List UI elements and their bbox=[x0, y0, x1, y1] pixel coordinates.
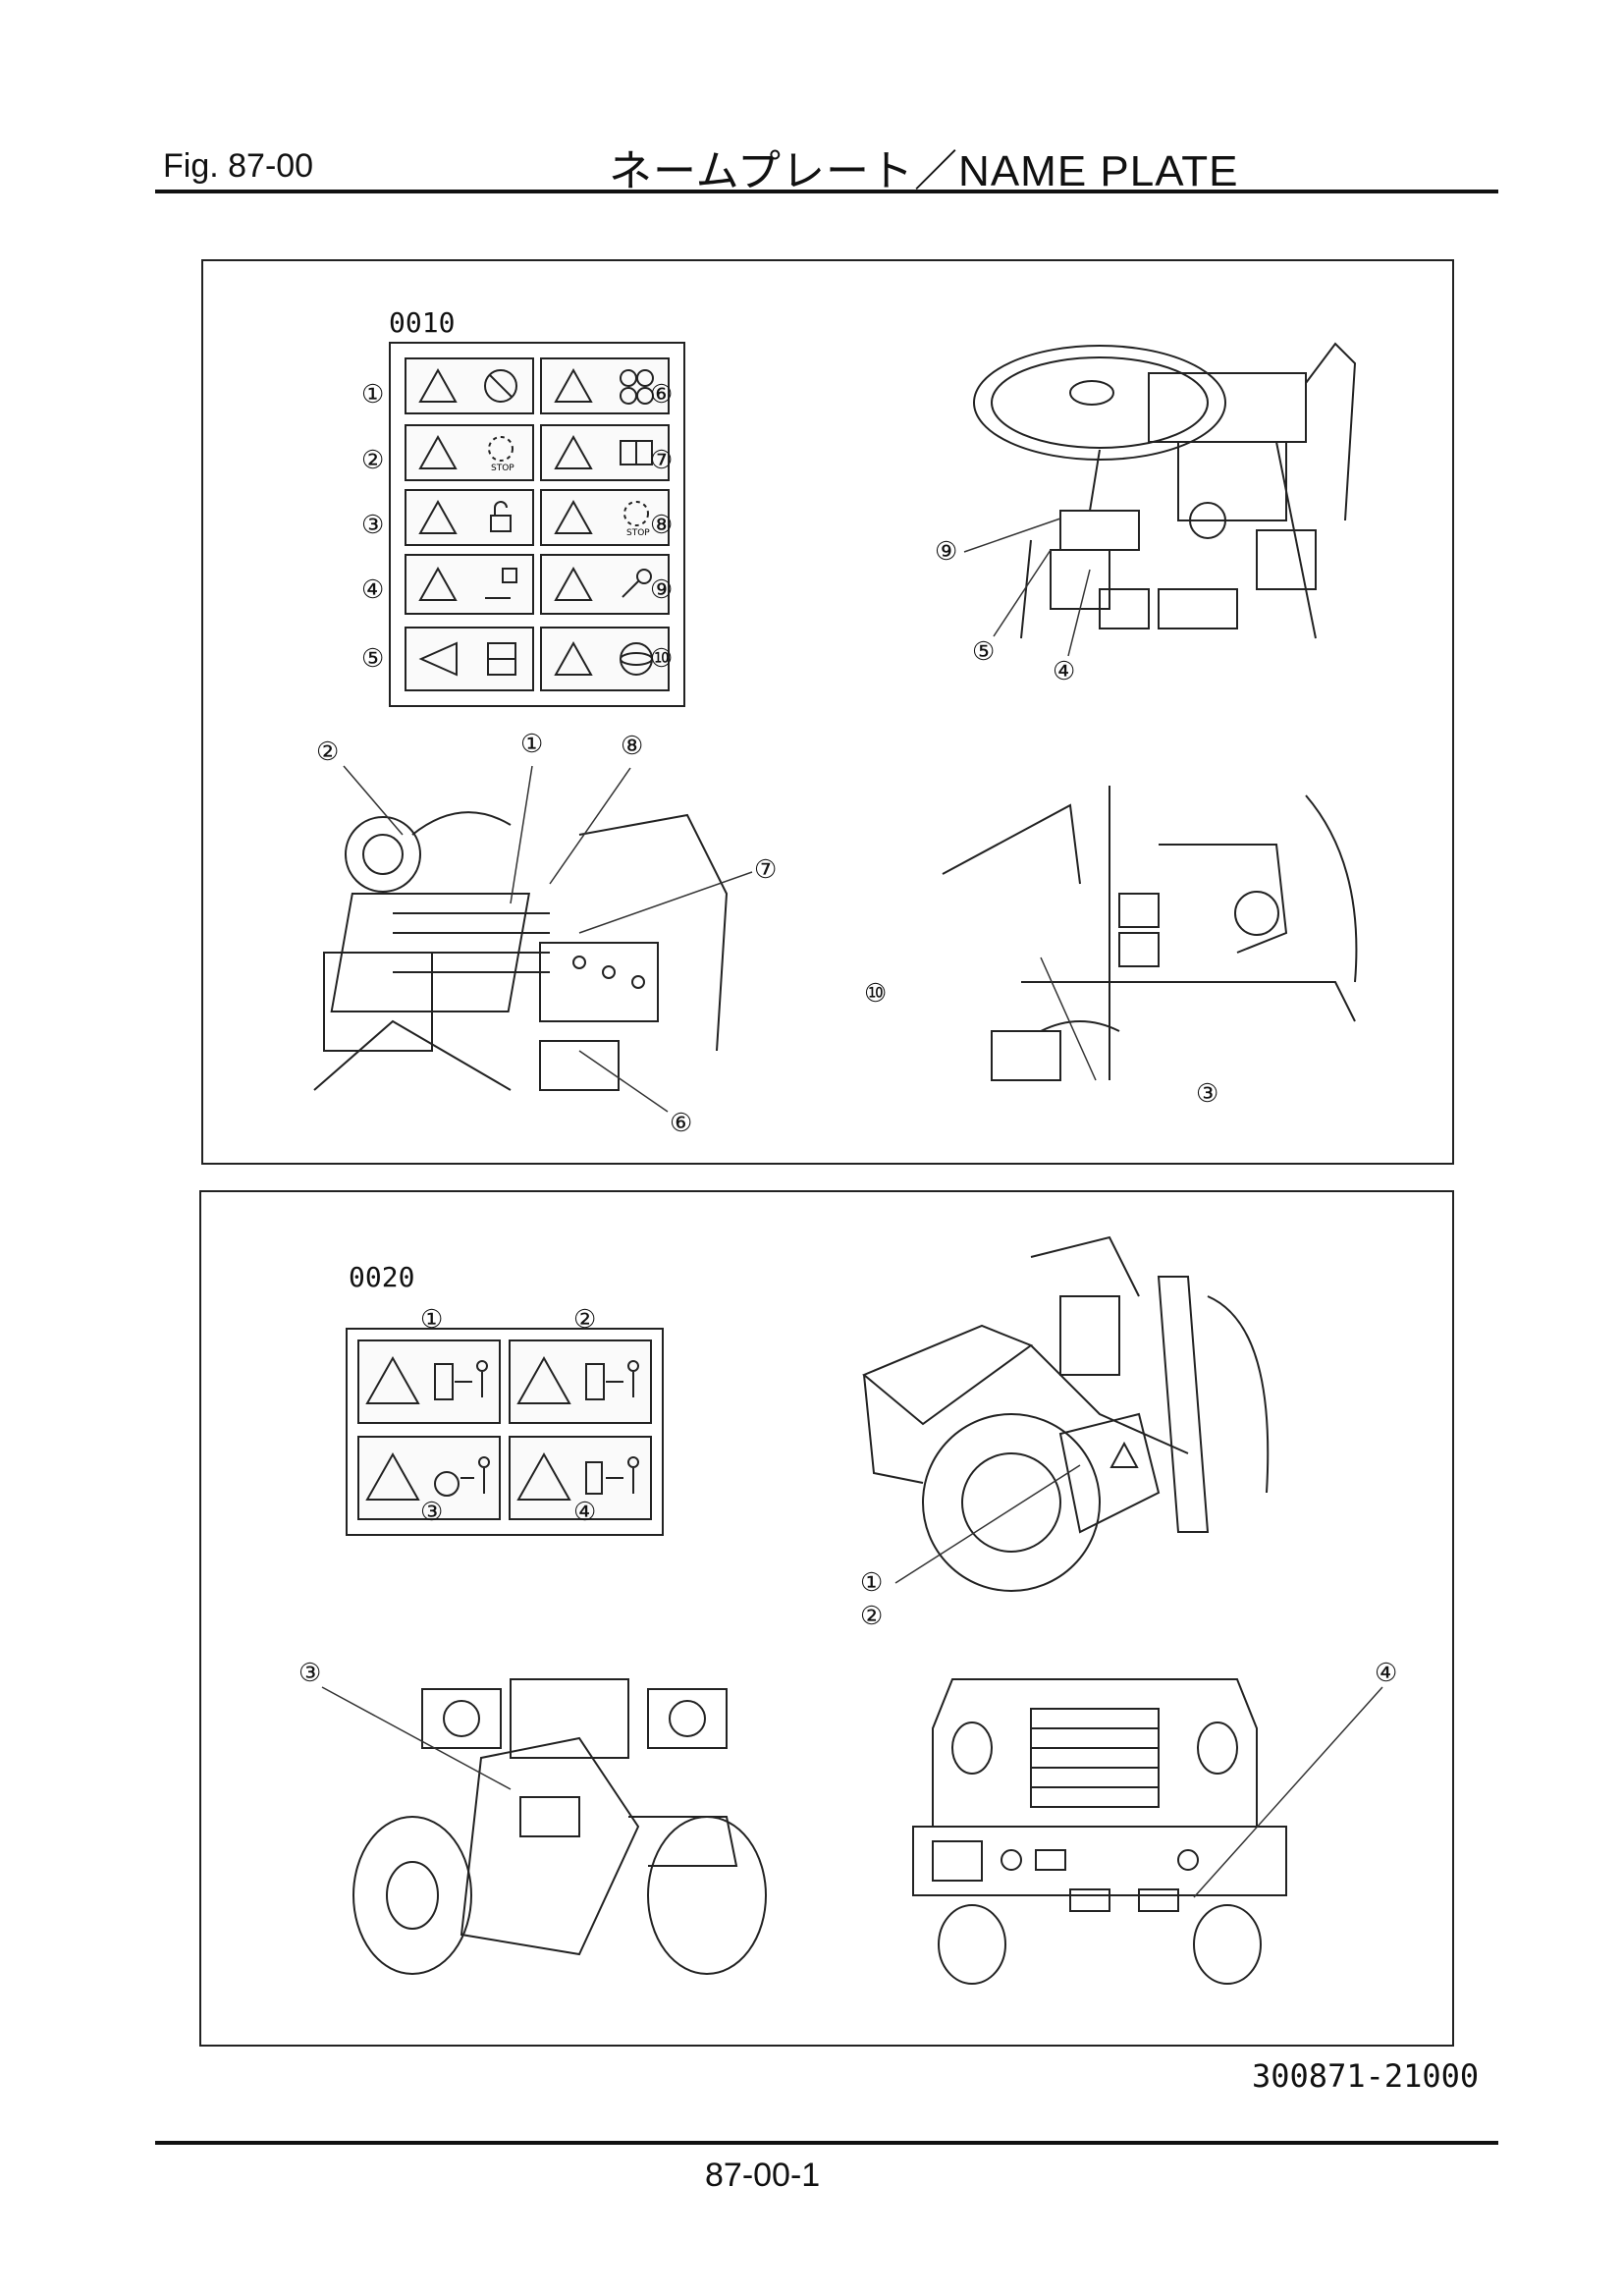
svg-text:STOP: STOP bbox=[491, 464, 514, 472]
decal-b3 bbox=[357, 1436, 501, 1520]
side-callout-10: ⑩ bbox=[864, 978, 888, 1008]
decal-b1 bbox=[357, 1339, 501, 1424]
decal-number-5: ⑤ bbox=[361, 643, 385, 673]
decal-3 bbox=[405, 489, 534, 546]
stop-rotation-icon: STOP bbox=[488, 436, 514, 472]
globe-icon bbox=[620, 642, 653, 676]
warning-triangle-icon bbox=[554, 367, 593, 403]
side-leader-lines bbox=[1040, 957, 1097, 1081]
warning-triangle-icon bbox=[554, 434, 593, 469]
vehicle-hazard-triangle-icon bbox=[515, 1451, 571, 1501]
decal-number-7: ⑦ bbox=[650, 445, 674, 474]
fall-hazard-icon bbox=[485, 568, 517, 599]
keep-distance-icon bbox=[584, 1360, 639, 1400]
loader-arm-drawing bbox=[862, 1235, 1270, 1592]
engine-bay-drawing bbox=[313, 811, 729, 1091]
front-callout-3: ③ bbox=[298, 1658, 322, 1687]
rear-leader-lines bbox=[1193, 1686, 1383, 1898]
prohibition-icon bbox=[484, 369, 517, 403]
page-number: 87-00-1 bbox=[705, 2157, 821, 2194]
engine-leader-lines bbox=[343, 765, 753, 1113]
decal-9 bbox=[540, 554, 670, 615]
keep-distance-icon bbox=[433, 1360, 488, 1400]
panel-0010 bbox=[201, 259, 1454, 1165]
decal-1 bbox=[405, 357, 534, 414]
decal-number-9: ⑨ bbox=[650, 574, 674, 604]
page-title: ネームプレート／NAME PLATE bbox=[609, 147, 1239, 195]
decal-2: STOP bbox=[405, 424, 534, 481]
decal-number-10: ⑩ bbox=[650, 643, 674, 673]
decal-number-6: ⑥ bbox=[650, 379, 674, 409]
decal-number-b4: ④ bbox=[573, 1497, 597, 1526]
engine-callout-7: ⑦ bbox=[754, 854, 778, 884]
runover-hazard-triangle-icon bbox=[364, 1451, 420, 1501]
svg-text:STOP: STOP bbox=[626, 528, 650, 537]
loader-leader-lines bbox=[894, 1464, 1081, 1584]
decal-number-1: ① bbox=[361, 379, 385, 409]
engine-callout-6: ⑥ bbox=[670, 1108, 693, 1137]
decal-8: STOP bbox=[540, 489, 670, 546]
panel-distance-icon bbox=[584, 1456, 639, 1495]
loader-callout-1: ① bbox=[860, 1567, 884, 1597]
decal-number-b2: ② bbox=[573, 1304, 597, 1334]
decal-number-b1: ① bbox=[420, 1304, 444, 1334]
loader-callout-2: ② bbox=[860, 1601, 884, 1630]
decal-sheet-0020 bbox=[346, 1328, 664, 1536]
figure-label: Fig. 87-00 bbox=[163, 147, 314, 185]
wheel-distance-icon bbox=[433, 1456, 490, 1497]
crush-hazard-triangle-icon bbox=[515, 1355, 571, 1404]
warning-triangle-icon bbox=[554, 566, 593, 601]
decal-6 bbox=[540, 357, 670, 414]
cab-callout-4: ④ bbox=[1053, 656, 1076, 685]
decal-number-2: ② bbox=[361, 445, 385, 474]
engine-callout-1: ① bbox=[520, 729, 544, 758]
engine-callout-8: ⑧ bbox=[621, 731, 644, 760]
decal-number-8: ⑧ bbox=[650, 510, 674, 539]
group-code-0010: 0010 bbox=[389, 306, 456, 339]
warning-triangle-icon bbox=[418, 566, 458, 601]
decal-sheet-0010: STOP STOP bbox=[389, 342, 685, 707]
rear-callout-4: ④ bbox=[1375, 1658, 1398, 1687]
manual-book-icon bbox=[620, 440, 653, 465]
decal-number-3: ③ bbox=[361, 510, 385, 539]
cab-steering-drawing bbox=[973, 342, 1357, 639]
warning-triangle-icon bbox=[418, 367, 458, 403]
cab-callout-5: ⑤ bbox=[972, 636, 996, 666]
warning-triangle-icon bbox=[554, 640, 593, 676]
decal-4 bbox=[405, 554, 534, 615]
front-frame-drawing bbox=[352, 1678, 767, 1975]
group-code-0020: 0020 bbox=[349, 1261, 415, 1293]
front-leader-lines bbox=[321, 1686, 512, 1790]
stop-rotation-icon: STOP bbox=[623, 501, 650, 537]
panel-0020 bbox=[199, 1190, 1454, 2047]
crush-hazard-triangle-icon bbox=[364, 1355, 420, 1404]
prohibition-cluster-icon bbox=[620, 369, 654, 405]
decal-b2 bbox=[509, 1339, 652, 1424]
panel-icon bbox=[487, 642, 516, 676]
cab-leader-lines bbox=[963, 518, 1091, 657]
side-callout-3: ③ bbox=[1196, 1078, 1219, 1108]
slow-vehicle-triangle-icon bbox=[418, 641, 458, 677]
cab-callout-9: ⑨ bbox=[935, 536, 958, 566]
drawing-number: 300871-21000 bbox=[1252, 2057, 1480, 2095]
warning-triangle-icon bbox=[418, 499, 458, 534]
warning-triangle-icon bbox=[554, 499, 593, 534]
decal-10 bbox=[540, 627, 670, 691]
decal-5 bbox=[405, 627, 534, 691]
key-icon bbox=[622, 569, 652, 598]
unlock-icon bbox=[490, 501, 512, 532]
warning-triangle-icon bbox=[418, 434, 458, 469]
header-rule bbox=[155, 190, 1498, 193]
decal-number-4: ④ bbox=[361, 574, 385, 604]
engine-callout-2: ② bbox=[316, 737, 340, 766]
decal-7 bbox=[540, 424, 670, 481]
side-view-drawing bbox=[942, 786, 1358, 1081]
decal-number-b3: ③ bbox=[420, 1497, 444, 1526]
footer-rule bbox=[155, 2141, 1498, 2145]
decal-b4 bbox=[509, 1436, 652, 1520]
